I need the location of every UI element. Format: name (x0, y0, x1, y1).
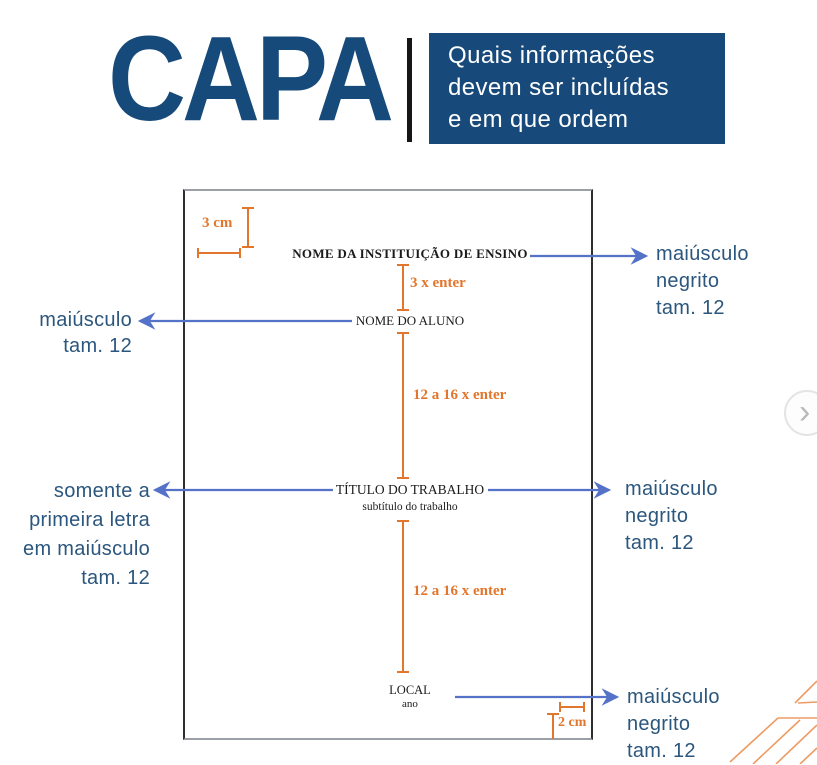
annotation-line: somente a (53, 480, 150, 502)
annotation-line: maiúsculo (39, 309, 132, 331)
annotation-line: tam. 12 (81, 567, 150, 589)
institution-annotation: maiúsculo negrito tam. 12 (656, 241, 749, 322)
cover-page-diagram: NOME DA INSTITUIÇÃO DE ENSINO NOME DO AL… (183, 189, 593, 740)
annotation-line: tam. 12 (63, 335, 132, 357)
header-divider (407, 38, 412, 142)
chevron-right-icon: › (799, 393, 811, 431)
spacing-label-3-enter: 3 x enter (410, 275, 466, 291)
annotation-line: primeira letra (29, 509, 150, 531)
student-name-text: NOME DO ALUNO (355, 313, 465, 328)
spacing-label-12-16-enter-upper: 12 a 16 x enter (413, 387, 507, 403)
annotation-line: maiúsculo (656, 243, 749, 265)
carousel-next-button[interactable]: › (784, 390, 817, 436)
work-subtitle-text: subtítulo do trabalho (362, 501, 458, 513)
annotation-line: tam. 12 (627, 740, 696, 762)
page-title: CAPA (108, 10, 394, 146)
annotation-line: negrito (656, 270, 720, 292)
header-subtitle-line: devem ser incluídas (448, 74, 670, 101)
annotation-line: tam. 12 (656, 297, 725, 319)
work-title-text: TÍTULO DO TRABALHO (335, 482, 485, 497)
top-margin-label: 3 cm (202, 215, 233, 231)
header-subtitle-line: Quais informações (448, 42, 655, 69)
header-subtitle-line: e em que ordem (448, 106, 629, 133)
student-annotation: maiúsculo tam. 12 (18, 307, 132, 359)
title-case-annotation: somente a primeira letra em maiúsculo ta… (8, 477, 150, 593)
title-style-annotation: maiúsculo negrito tam. 12 (625, 476, 718, 557)
annotation-line: negrito (625, 505, 689, 527)
place-text: LOCAL (389, 683, 431, 697)
corner-decoration (729, 680, 817, 764)
place-annotation: maiúsculo negrito tam. 12 (627, 684, 720, 765)
annotation-line: maiúsculo (627, 686, 720, 708)
annotation-line: maiúsculo (625, 478, 718, 500)
institution-name-text: NOME DA INSTITUIÇÃO DE ENSINO (292, 246, 528, 261)
annotation-line: tam. 12 (625, 532, 694, 554)
header-subtitle-box: Quais informações devem ser incluídas e … (429, 33, 725, 144)
spacing-label-12-16-enter-lower: 12 a 16 x enter (413, 583, 507, 599)
annotation-line: em maiúsculo (23, 538, 150, 560)
annotation-line: negrito (627, 713, 691, 735)
year-text: ano (402, 698, 418, 710)
bottom-margin-label: 2 cm (558, 715, 587, 730)
